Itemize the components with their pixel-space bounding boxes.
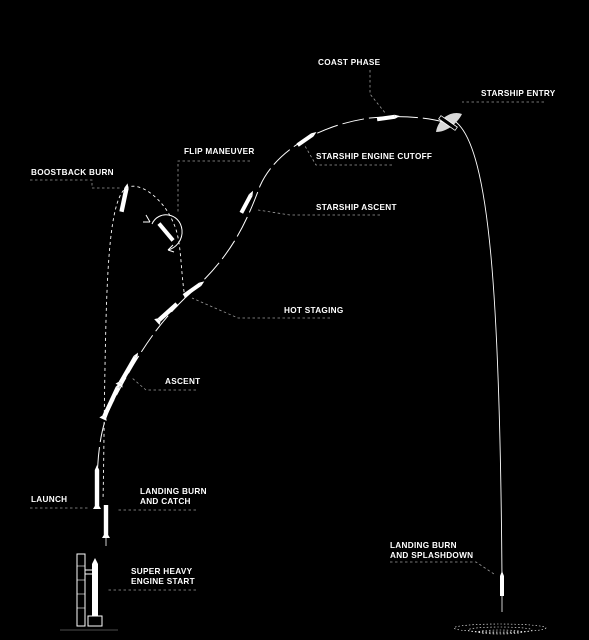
label-splashdown-line1: LANDING BURN [390, 541, 457, 550]
label-coast-phase: COAST PHASE [318, 58, 381, 67]
booster-icon [119, 183, 129, 213]
launch-tower-icon [60, 553, 118, 631]
label-landing-catch-line1: LANDING BURN [140, 487, 207, 496]
entry-trajectory [455, 121, 503, 581]
leader-coast-phase [369, 70, 387, 115]
label-boostback-burn: BOOSTBACK BURN [31, 168, 114, 177]
ship-icon [182, 281, 205, 298]
leader-hot-staging [191, 297, 330, 319]
leader-boostback-burn [30, 179, 120, 189]
booster-return-trajectory [102, 185, 186, 501]
label-launch: LAUNCH [31, 495, 67, 504]
rocket-icon [99, 382, 120, 421]
ship-icon [239, 190, 254, 214]
label-starship-ascent: STARSHIP ASCENT [316, 203, 397, 212]
label-splashdown-line2: AND SPLASHDOWN [390, 551, 473, 560]
splash-icon [453, 623, 547, 635]
ship-icon [500, 571, 504, 612]
label-starship-engine-cutoff: STARSHIP ENGINE CUTOFF [316, 152, 432, 161]
booster-icon [157, 222, 175, 242]
leader-ascent [131, 377, 196, 391]
ship-icon [296, 131, 317, 147]
label-super-heavy-line1: SUPER HEAVY [131, 567, 193, 576]
starship-trajectory [184, 116, 451, 299]
leader-flip-maneuver [177, 160, 250, 212]
label-super-heavy-line2: ENGINE START [131, 577, 195, 586]
flip-arrow-icon [151, 214, 183, 251]
label-starship-entry: STARSHIP ENTRY [481, 89, 556, 98]
leader-starship-engine-cutoff [304, 145, 392, 166]
booster-icon [154, 302, 179, 326]
leader-splashdown [390, 561, 495, 575]
rocket-icon [115, 352, 138, 388]
label-ascent: ASCENT [165, 377, 200, 386]
label-landing-catch-line2: AND CATCH [140, 497, 191, 506]
ascent-trajectory [96, 297, 186, 493]
booster-icon [93, 465, 101, 509]
leader-starship-ascent [257, 209, 380, 216]
label-flip-maneuver: FLIP MANEUVER [184, 147, 255, 156]
ship-entry-icon [436, 112, 462, 132]
ship-icon [376, 114, 400, 122]
booster-icon [102, 505, 110, 546]
leader-lines [30, 70, 544, 591]
label-hot-staging: HOT STAGING [284, 306, 344, 315]
